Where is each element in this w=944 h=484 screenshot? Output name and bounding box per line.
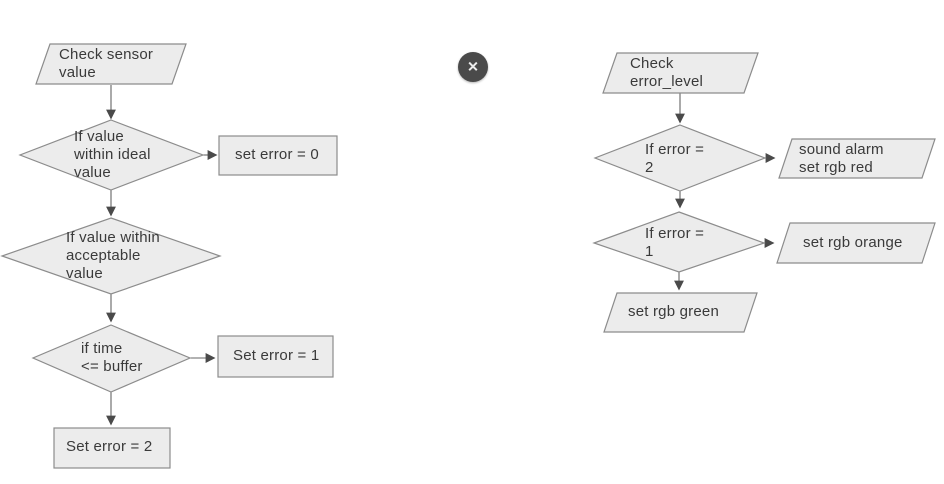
close-icon: ✕ — [467, 58, 479, 75]
shape-set-rgb-green-parallelogram — [603, 292, 758, 333]
label-if-error-2: If error = 2 — [645, 141, 705, 176]
label-check-error-level: Check error_level — [630, 55, 704, 90]
label-sound-alarm: sound alarm set rgb red — [799, 141, 884, 176]
shape-if-ideal-diamond — [18, 119, 205, 191]
shape-set-error-1-rect — [217, 335, 334, 378]
label-set-rgb-green: set rgb green — [628, 303, 719, 320]
shape-if-error-1-diamond — [592, 211, 766, 273]
label-set-rgb-orange: set rgb orange — [803, 234, 903, 251]
label-set-error-2: Set error = 2 — [66, 438, 153, 455]
label-if-time: if time <= buffer — [81, 340, 143, 375]
label-if-ideal: If value within ideal value — [74, 128, 151, 181]
label-check-sensor: Check sensor value — [59, 46, 154, 81]
close-button[interactable]: ✕ — [458, 52, 488, 82]
shape-check-sensor-parallelogram — [35, 43, 187, 85]
label-set-error-1: Set error = 1 — [233, 347, 320, 364]
shape-check-error-level-parallelogram — [602, 52, 759, 94]
shape-if-time-diamond — [31, 324, 192, 393]
shape-set-error-0-rect — [218, 135, 338, 176]
label-if-acceptable: If value within acceptable value — [66, 229, 160, 282]
shape-sound-alarm-parallelogram — [778, 138, 936, 179]
shape-set-rgb-orange-parallelogram — [776, 222, 936, 264]
shape-if-acceptable-diamond — [0, 217, 222, 295]
shape-set-error-2-rect — [53, 427, 171, 469]
label-if-error-1: If error = 1 — [645, 225, 705, 260]
shape-if-error-2-diamond — [593, 124, 767, 192]
label-set-error-0: set error = 0 — [235, 146, 319, 163]
